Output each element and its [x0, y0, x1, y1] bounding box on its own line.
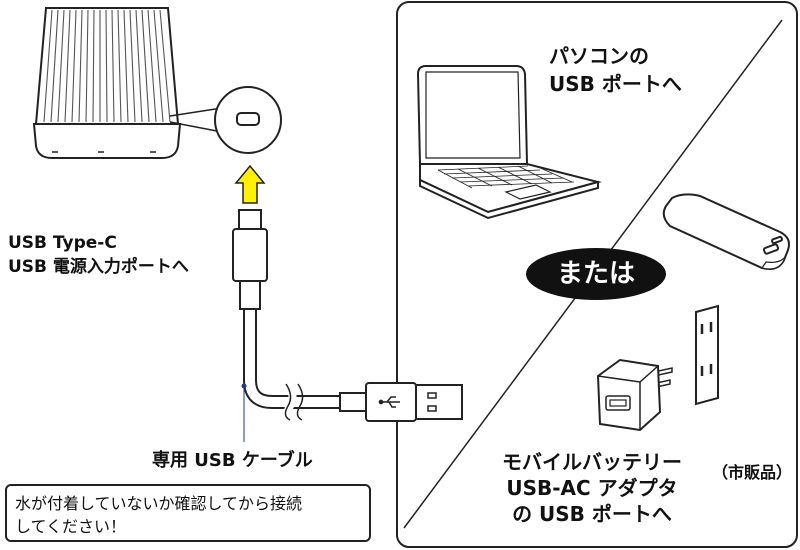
retail-product-note: （市販品） [712, 463, 793, 482]
power-bank-illustration [662, 193, 790, 270]
usb-icon [378, 396, 400, 408]
pc-usb-port-label: パソコンの USB ポートへ [549, 44, 682, 96]
battery-adapter-label: モバイルバッテリー USB-AC アダプタ の USB ポートへ [502, 450, 682, 526]
warning-line-2: してください！ [15, 517, 127, 536]
or-badge: または [526, 248, 666, 300]
usb-c-port-callout [169, 86, 282, 154]
input-port-label: USB Type-C USB 電源入力ポートへ [8, 233, 189, 277]
usb-cable [232, 209, 463, 442]
lamp-device [32, 7, 182, 159]
laptop-illustration [416, 65, 602, 220]
usb-ac-adapter-illustration [596, 358, 673, 432]
water-warning-note: 水が付着していないか確認してから接続 してください！ [5, 484, 371, 542]
cable-label: 専用 USB ケーブル [152, 450, 313, 471]
wall-outlet-illustration [695, 304, 719, 406]
insert-direction-arrow [234, 164, 266, 204]
warning-line-1: 水が付着していないか確認してから接続 [15, 494, 303, 513]
